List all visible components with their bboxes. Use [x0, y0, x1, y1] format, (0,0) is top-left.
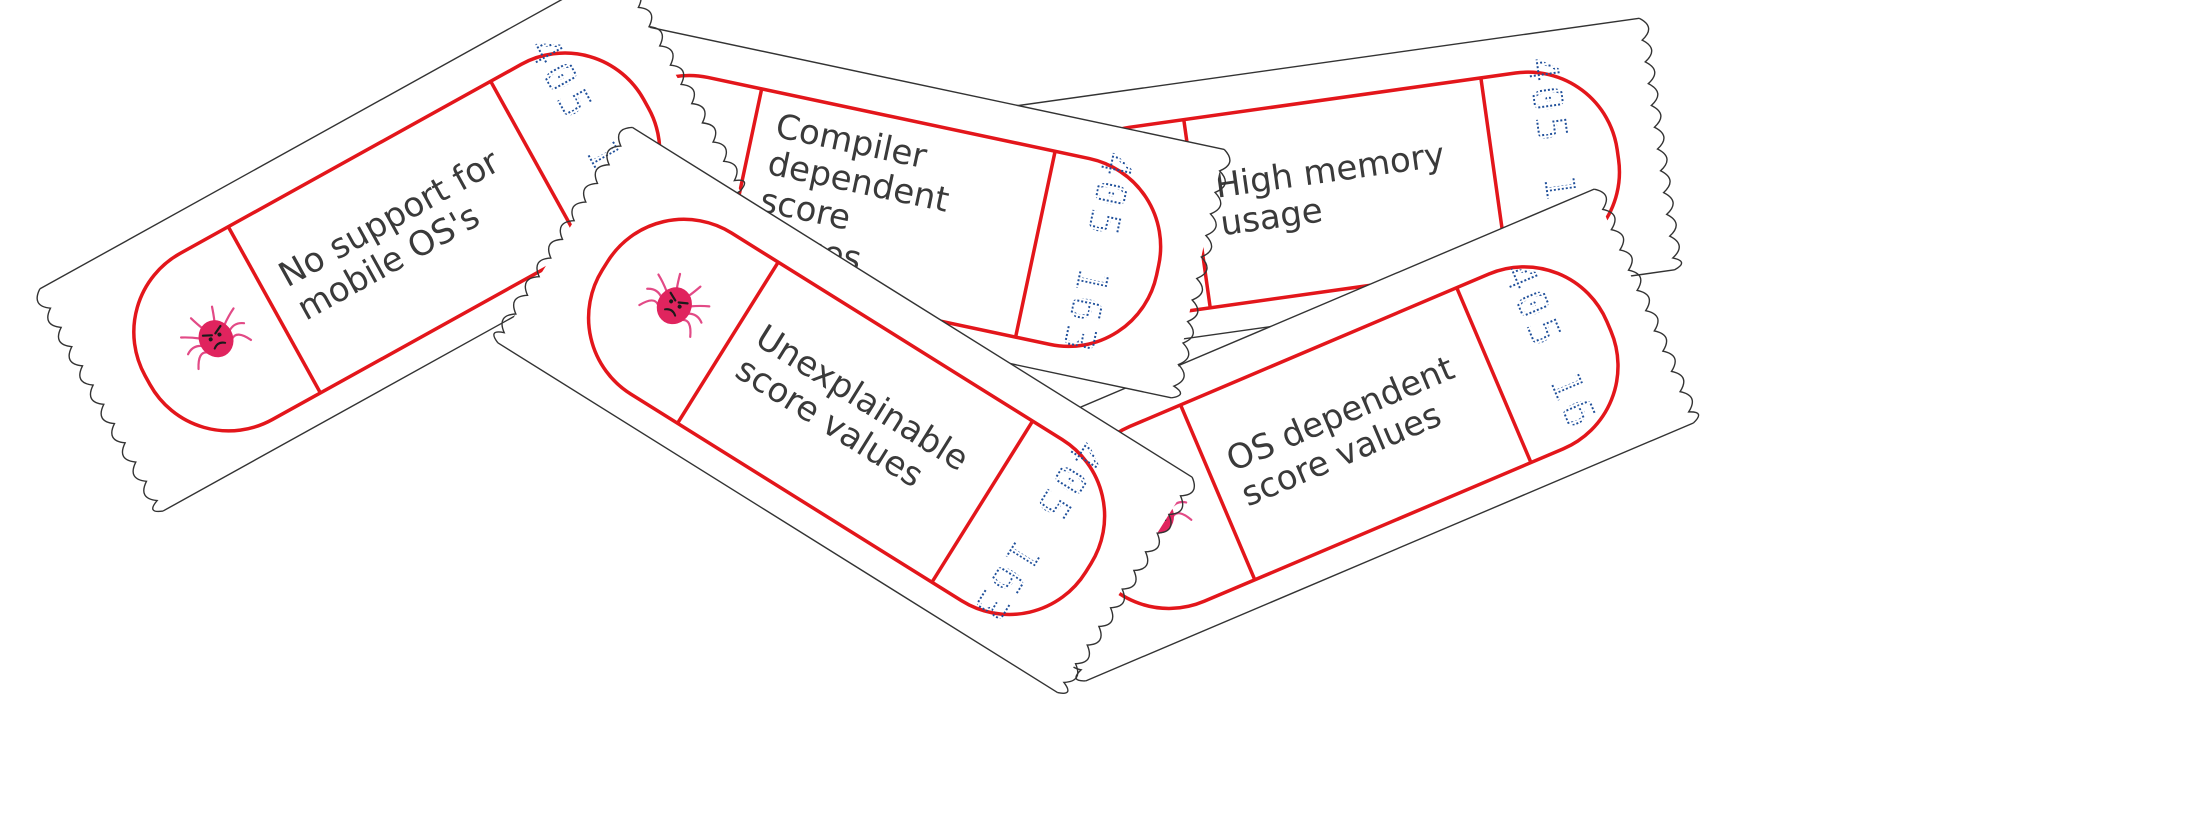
- bug-brow: [201, 334, 213, 337]
- paper-edge-top: [985, 17, 1640, 111]
- paper-edge-top: [632, 126, 1193, 478]
- bug-eye: [669, 299, 674, 304]
- bug-body: [656, 287, 692, 325]
- paper-edge-scalloped-right: [1593, 188, 1700, 424]
- ticket-no-support-for-mobile-os: No support for mobile OS's 405 163: [27, 0, 753, 523]
- ticket-divider-right: [930, 420, 1035, 584]
- bug-mouth: [213, 341, 227, 350]
- bug-mouth: [664, 308, 677, 317]
- bug-eye: [208, 337, 213, 342]
- paper-edge-top: [39, 0, 618, 290]
- bug-eye: [217, 332, 222, 337]
- serial-text: 405 16: [1491, 254, 1608, 438]
- bug-leg: [689, 304, 711, 308]
- bug-brow: [669, 291, 677, 302]
- ticket-divider-left: [1178, 404, 1257, 581]
- paper-edge-top: [986, 188, 1595, 448]
- bug-brow: [214, 324, 222, 335]
- ticket-divider-right: [1013, 150, 1057, 338]
- angry-bug-icon: [179, 305, 253, 371]
- paper-edge-scalloped-right: [1057, 476, 1196, 694]
- paper-edge-scalloped-left: [493, 126, 633, 344]
- bug-body: [198, 320, 234, 358]
- serial-text: 405 163: [1051, 146, 1144, 359]
- ticket-border: [586, 217, 1107, 617]
- paper-edge-scalloped-right: [616, 0, 746, 192]
- paper-edge-scalloped-left: [36, 288, 164, 513]
- paper-edge-top: [578, 11, 1225, 151]
- ticket-unexplainable-score-values: Unexplainable score values 405 163: [485, 115, 1205, 704]
- paper-edge-bottom: [1085, 422, 1694, 682]
- paper-edge-bottom: [497, 342, 1058, 694]
- bug-leg: [657, 273, 668, 293]
- bug-leg: [223, 307, 235, 327]
- ticket-divider-right: [1455, 287, 1533, 464]
- ticket-divider-left: [226, 225, 322, 394]
- angry-bug-icon: [638, 272, 711, 338]
- ticket-paper: [493, 126, 1196, 694]
- bug-eye: [677, 304, 682, 309]
- bug-leg: [179, 336, 202, 340]
- bug-brow: [677, 301, 689, 305]
- ticket-paper: [36, 0, 746, 513]
- paper-edge-scalloped-right: [1638, 17, 1683, 271]
- ticket-divider-left: [676, 261, 780, 425]
- paper-edge-scalloped-right: [1171, 148, 1231, 399]
- ticket-divider-right: [489, 80, 585, 249]
